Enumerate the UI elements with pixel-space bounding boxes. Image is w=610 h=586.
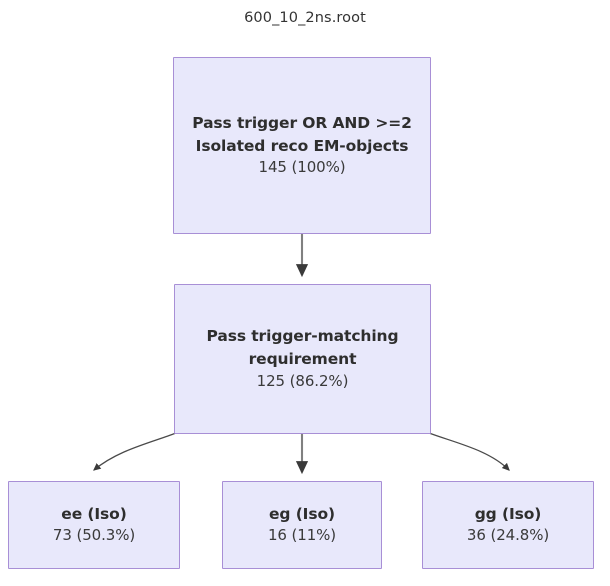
- node-pass-trigger-or[interactable]: Pass trigger OR AND >=2 Isolated reco EM…: [173, 57, 431, 234]
- node-count: 125 (86.2%): [256, 371, 349, 390]
- node-label: eg (Iso): [268, 504, 335, 523]
- node-count: 36 (24.8%): [466, 526, 550, 545]
- node-label: ee (Iso): [61, 504, 127, 523]
- node-count: 16 (11%): [267, 526, 337, 545]
- node-label: gg (Iso): [474, 504, 542, 523]
- node-label: Pass trigger-matching requirement: [206, 327, 399, 369]
- node-eg-iso[interactable]: eg (Iso) 16 (11%): [222, 481, 382, 569]
- node-count: 145 (100%): [258, 158, 346, 177]
- node-gg-iso[interactable]: gg (Iso) 36 (24.8%): [422, 481, 594, 569]
- edge-matching-to-ee: [93, 432, 177, 471]
- node-ee-iso[interactable]: ee (Iso) 73 (50.3%): [8, 481, 180, 569]
- page-title: 600_10_2ns.root: [244, 10, 366, 26]
- node-count: 73 (50.3%): [52, 526, 136, 545]
- node-pass-trigger-matching[interactable]: Pass trigger-matching requirement 125 (8…: [174, 284, 431, 434]
- edge-matching-to-gg: [428, 432, 510, 471]
- node-label: Pass trigger OR AND >=2 Isolated reco EM…: [192, 113, 412, 155]
